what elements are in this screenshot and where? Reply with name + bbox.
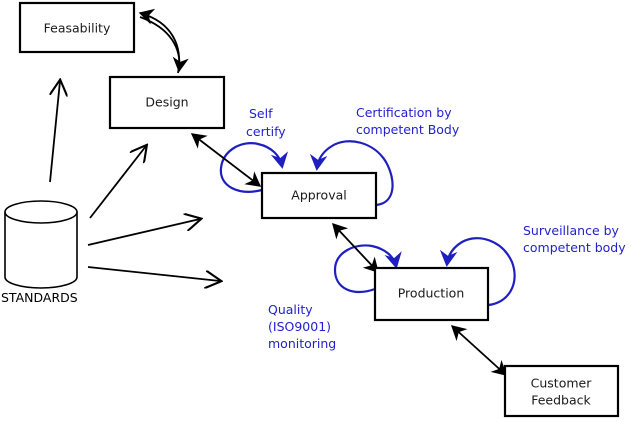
annotation-self-certify: Self certify [246,106,286,139]
annotation-surveillance-line-2: competent body [523,240,626,255]
node-production[interactable]: Production [373,266,490,322]
approval-certification-loop [309,140,394,207]
edge-standards-to-approval [87,219,200,246]
annotation-quality-iso9001-monitoring: Quality (ISO9001) monitoring [268,302,336,351]
node-design[interactable]: Design [108,75,226,130]
annotation-surveillance-by-competent-body: Surveillance by competent body [523,223,626,255]
annotation-certification-line-1: Certification by [356,105,452,120]
edge-feasability-to-design [139,16,189,73]
edge-design-to-approval [190,133,262,187]
edge-standards-to-production [87,266,220,281]
node-design-label: Design [145,95,188,110]
edge-standards-to-design [89,146,146,219]
node-customer-feedback-label-line1: Customer [531,376,593,391]
node-feasability[interactable]: Feasability [18,1,136,54]
annotation-quality-line-2: (ISO9001) [268,319,331,334]
annotation-quality-line-3: monitoring [268,336,336,351]
node-customer-feedback[interactable]: Customer Feedback [503,364,620,418]
node-approval-label: Approval [291,188,346,203]
edge-approval-to-production [332,223,379,273]
edge-production-to-customer-feedback [451,325,507,376]
node-production-label: Production [398,286,465,301]
edge-standards-to-feasability [49,81,60,183]
annotation-self-certify-line-1: Self [249,106,273,121]
annotation-quality-line-1: Quality [268,302,313,317]
annotation-certification-line-2: competent Body [356,122,460,137]
node-standards-label: STANDARDS [1,290,78,305]
node-approval[interactable]: Approval [260,171,378,220]
annotation-certification-by-competent-body: Certification by competent Body [356,105,460,137]
annotation-self-certify-line-2: certify [246,124,286,139]
node-feasability-label: Feasability [44,21,111,36]
annotation-surveillance-line-1: Surveillance by [523,223,620,238]
node-standards-datastore[interactable]: STANDARDS [1,200,78,305]
node-customer-feedback-label-line2: Feedback [531,393,591,408]
production-surveillance-loop [439,237,516,307]
